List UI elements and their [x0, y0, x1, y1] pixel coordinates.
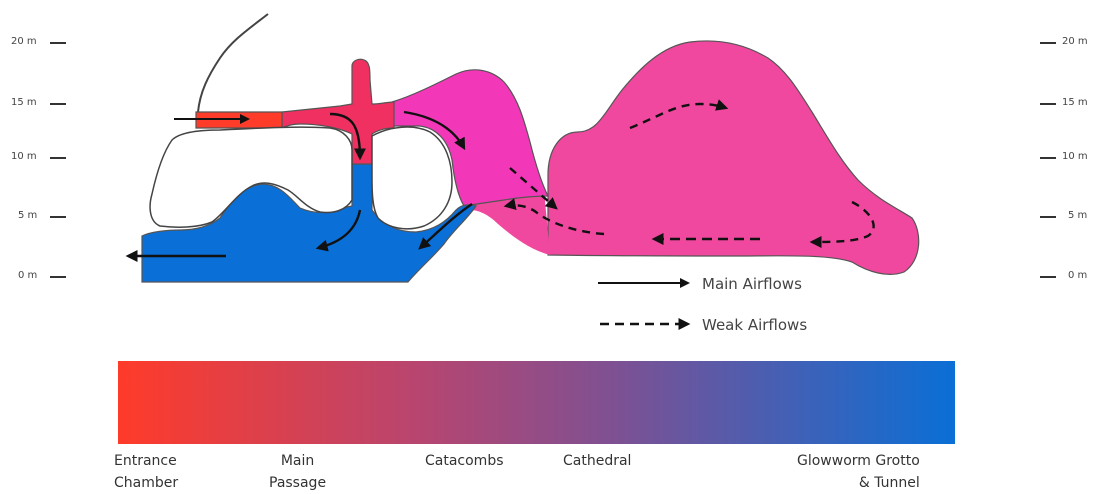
cathedral-chamber [548, 41, 919, 274]
label-cathedral: Cathedral [563, 450, 631, 472]
left-depth-scale: 20 m 15 m 10 m 5 m 0 m [11, 36, 66, 281]
surface-outline [198, 14, 268, 112]
right-tick-15: 15 m [1062, 97, 1088, 108]
airflow-legend: Main Airflows Weak Airflows [598, 275, 807, 334]
legend-main-airflows: Main Airflows [702, 275, 802, 293]
left-tick-20: 20 m [11, 36, 37, 47]
left-tick-10: 10 m [11, 151, 37, 162]
label-main-line1: Main [269, 450, 326, 472]
left-tick-15: 15 m [11, 97, 37, 108]
zone-gradient-bar [118, 361, 955, 444]
right-tick-5: 5 m [1068, 210, 1087, 221]
legend-weak-airflows: Weak Airflows [702, 316, 807, 334]
label-main-passage: Main Passage [269, 450, 326, 494]
label-entrance-line1: Entrance [114, 450, 178, 472]
right-tick-20: 20 m [1062, 36, 1088, 47]
label-entrance-chamber: Entrance Chamber [114, 450, 178, 494]
label-catacombs: Catacombs [425, 450, 504, 472]
left-tick-0: 0 m [18, 270, 37, 281]
right-tick-10: 10 m [1062, 151, 1088, 162]
right-tick-0: 0 m [1068, 270, 1087, 281]
label-glowworm-line1: Glowworm Grotto [797, 450, 920, 472]
right-depth-scale: 20 m 15 m 10 m 5 m 0 m [1040, 36, 1088, 281]
rock-pillar-right [372, 127, 452, 229]
label-glowworm-grotto: Glowworm Grotto & Tunnel [797, 450, 920, 494]
left-tick-5: 5 m [18, 210, 37, 221]
